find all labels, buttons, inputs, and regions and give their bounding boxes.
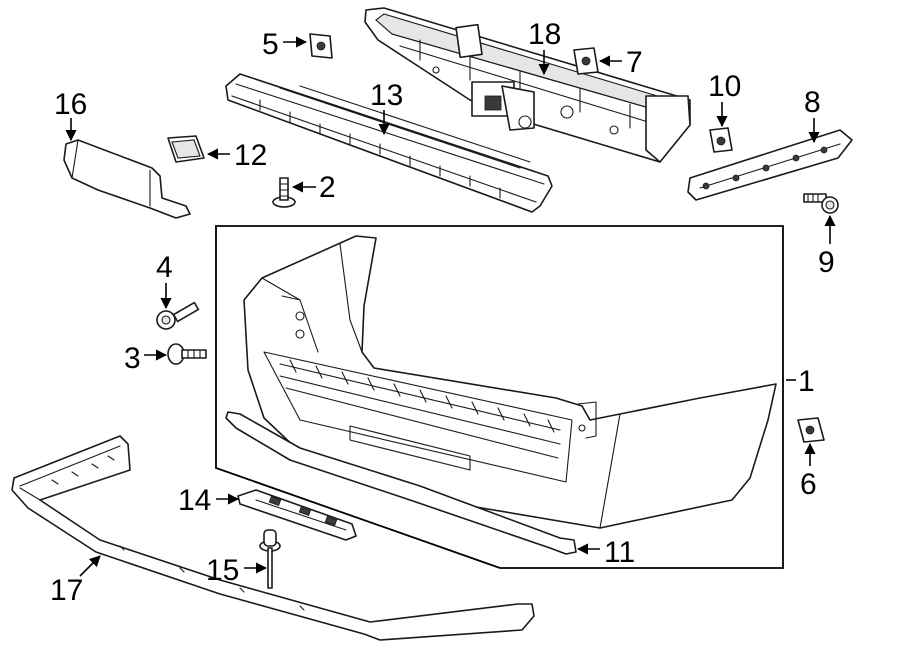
part-8-bracket[interactable] xyxy=(687,129,853,201)
part-2-screw[interactable] xyxy=(272,177,296,208)
callout-11: 11 xyxy=(604,536,635,569)
part-15-push-pin[interactable] xyxy=(259,529,281,589)
callout-17: 17 xyxy=(50,574,83,607)
part-7-clip[interactable] xyxy=(573,47,599,75)
callout-5: 5 xyxy=(262,28,279,61)
callout-6: 6 xyxy=(800,468,817,501)
callout-3: 3 xyxy=(124,342,141,375)
part-9-bolt[interactable] xyxy=(803,193,839,214)
callout-12: 12 xyxy=(234,139,267,172)
callout-7: 7 xyxy=(626,46,643,79)
part-1-group-frame xyxy=(215,225,784,569)
part-11-molding[interactable] xyxy=(225,411,577,555)
callout-18: 18 xyxy=(528,18,561,51)
part-16-end-cap[interactable] xyxy=(63,139,191,219)
part-10-clip[interactable] xyxy=(709,127,733,153)
callout-1: 1 xyxy=(798,365,815,398)
part-17-valance[interactable] xyxy=(11,435,535,641)
part-5-clip[interactable] xyxy=(309,33,333,59)
callout-10: 10 xyxy=(708,70,741,103)
callout-16: 16 xyxy=(54,88,87,121)
callout-8: 8 xyxy=(804,86,821,119)
callout-14: 14 xyxy=(178,484,211,517)
leader-17 xyxy=(79,555,101,577)
part-1-bumper-cover[interactable] xyxy=(243,235,777,529)
callout-15: 15 xyxy=(206,554,239,587)
callout-2: 2 xyxy=(319,171,336,204)
part-12-pad[interactable] xyxy=(167,135,205,163)
callout-13: 13 xyxy=(370,79,403,112)
part-13-step-pad[interactable] xyxy=(225,73,553,213)
callout-9: 9 xyxy=(818,246,835,279)
callout-4: 4 xyxy=(156,251,173,284)
part-3-bolt[interactable] xyxy=(167,343,207,365)
part-4-bolt[interactable] xyxy=(156,301,200,330)
part-14-bracket[interactable] xyxy=(237,489,357,541)
part-6-clip[interactable] xyxy=(797,417,825,443)
part-18-reinforcement[interactable] xyxy=(364,7,691,163)
